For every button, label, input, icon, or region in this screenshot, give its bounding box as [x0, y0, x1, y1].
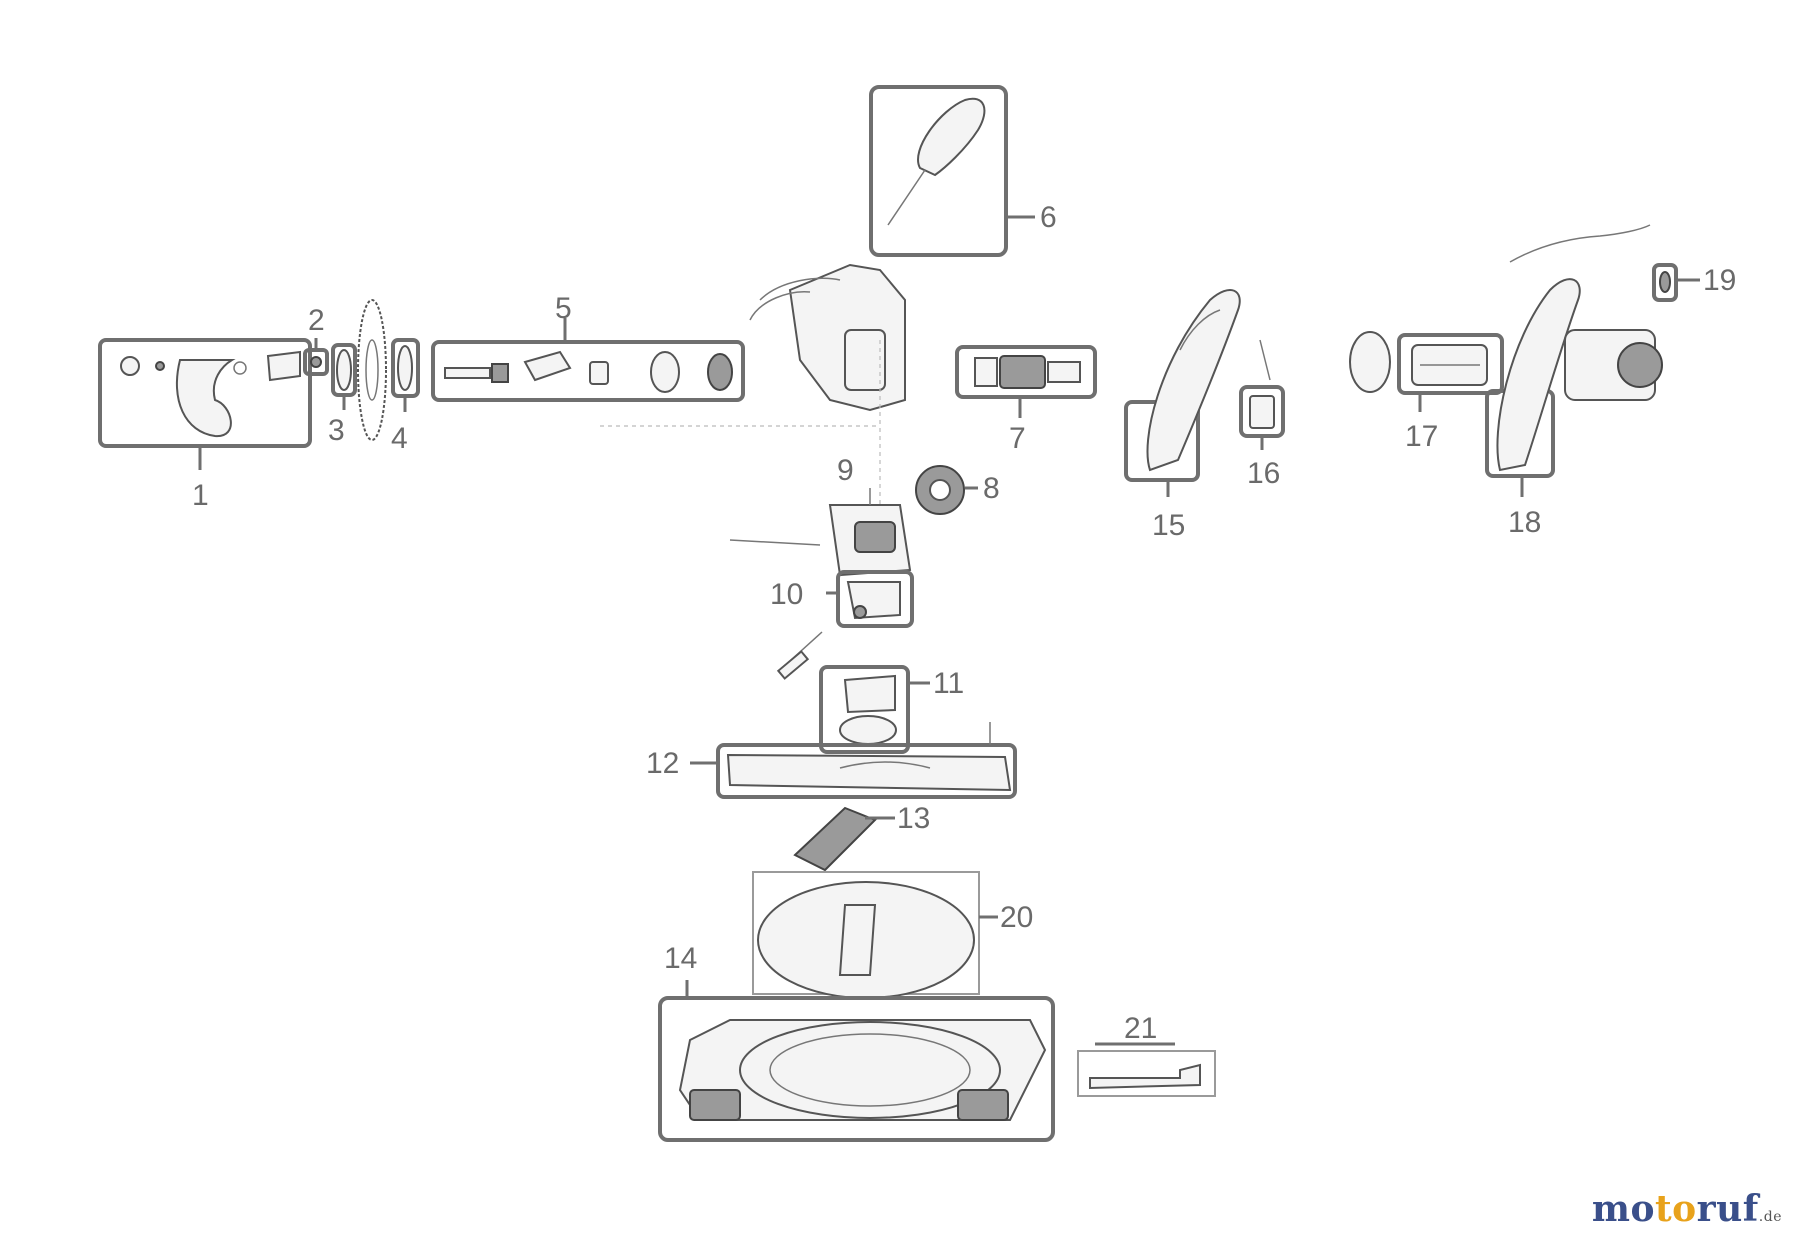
callout-3: 3: [328, 414, 345, 447]
part-group-21[interactable]: [1077, 1042, 1216, 1097]
logo-text: motoruf: [1591, 1188, 1759, 1230]
part-group-12[interactable]: [690, 722, 1017, 799]
part-group-18[interactable]: [1485, 278, 1663, 497]
callout-13: 13: [897, 802, 930, 835]
saw-blade: [357, 299, 387, 441]
part-group-6[interactable]: [869, 85, 1035, 257]
part-group-10[interactable]: [776, 570, 914, 680]
part-group-11[interactable]: [819, 665, 930, 754]
callout-19: 19: [1703, 264, 1736, 297]
part-group-2[interactable]: [303, 338, 329, 376]
callout-2: 2: [308, 304, 325, 337]
power-cord: [1509, 224, 1651, 263]
callout-15: 15: [1152, 509, 1185, 542]
part-group-19[interactable]: [1652, 263, 1700, 302]
part-group-5[interactable]: [431, 318, 745, 402]
saw-head-housing: [600, 263, 906, 520]
part-group-8[interactable]: [915, 465, 978, 515]
callout-4: 4: [391, 422, 408, 455]
part-group-15[interactable]: [1124, 289, 1241, 497]
part-group-20[interactable]: [752, 871, 998, 999]
callout-8: 8: [983, 472, 1000, 505]
part-group-7[interactable]: [955, 345, 1097, 418]
callout-16: 16: [1247, 457, 1280, 490]
callout-10: 10: [770, 578, 803, 611]
callout-20: 20: [1000, 901, 1033, 934]
part-group-16[interactable]: [1239, 339, 1285, 450]
callout-17: 17: [1405, 420, 1438, 453]
callout-6: 6: [1040, 201, 1057, 234]
callout-11: 11: [933, 667, 964, 700]
callout-7: 7: [1009, 422, 1026, 455]
part-group-9[interactable]: [729, 488, 912, 577]
callout-9: 9: [837, 454, 854, 487]
part-group-3[interactable]: [331, 343, 357, 410]
callout-5: 5: [555, 292, 572, 325]
callout-1: 1: [192, 479, 209, 512]
logo-suffix: .de: [1758, 1209, 1782, 1225]
part-group-17[interactable]: [1349, 331, 1504, 412]
brand-logo[interactable]: motoruf.de: [1592, 1188, 1782, 1230]
callout-12: 12: [646, 747, 679, 780]
part-group-13[interactable]: [793, 806, 895, 872]
part-group-4[interactable]: [391, 338, 420, 412]
callout-18: 18: [1508, 506, 1541, 539]
part-group-14[interactable]: [658, 980, 1055, 1142]
callout-14: 14: [664, 942, 697, 975]
part-group-1[interactable]: [98, 338, 312, 470]
callout-21: 21: [1124, 1012, 1157, 1045]
